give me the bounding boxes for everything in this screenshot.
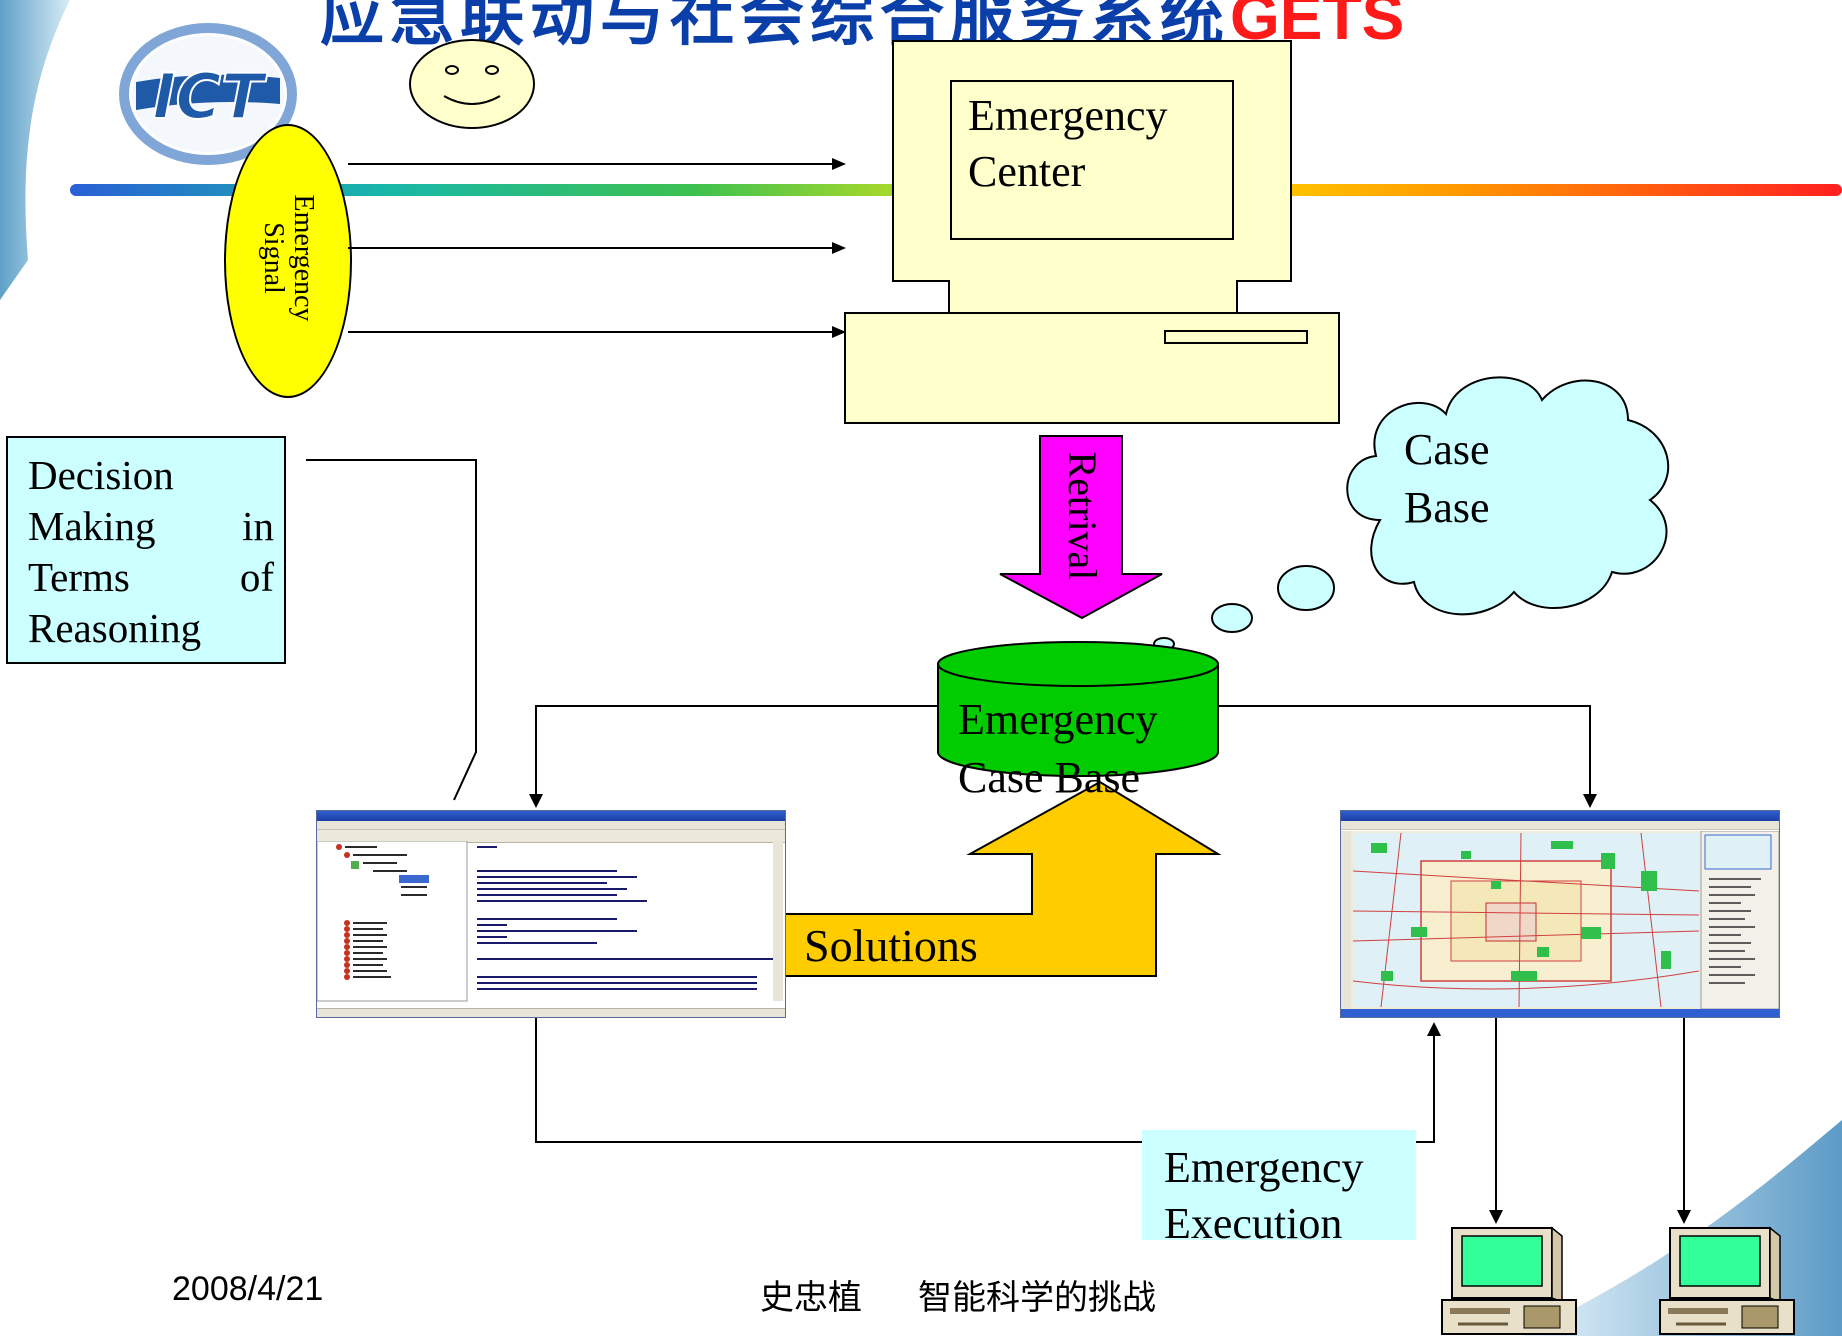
window-statusbar bbox=[317, 1008, 785, 1017]
cylinder-to-left-window bbox=[529, 705, 938, 808]
smiley-face-icon bbox=[409, 39, 535, 129]
case-base-cloud bbox=[1153, 376, 1670, 650]
map-window-titlebar bbox=[1341, 811, 1779, 821]
decision-callout-line bbox=[306, 459, 477, 801]
city-map bbox=[1341, 831, 1779, 1011]
decision-line-2: Making in bbox=[28, 501, 274, 552]
footer-topic: 智能科学的挑战 bbox=[918, 1279, 1156, 1317]
thought-bubble-medium bbox=[1211, 603, 1253, 633]
emergency-execution-line2: Execution bbox=[1164, 1199, 1343, 1248]
down-arrow-icon bbox=[999, 435, 1163, 620]
footer-author: 史忠植 bbox=[760, 1279, 862, 1317]
disk-drive-slot bbox=[1164, 330, 1308, 344]
decision-word-making: Making bbox=[28, 503, 156, 549]
solutions-arrow: Solutions bbox=[782, 780, 1222, 980]
case-base-line2: Base bbox=[1404, 483, 1490, 532]
emergency-center-line2: Center bbox=[968, 147, 1086, 196]
ict-logo-text: ICT bbox=[153, 60, 269, 133]
terminal-computer-2-icon bbox=[1659, 1226, 1795, 1335]
cylinder-to-map-window bbox=[1218, 705, 1597, 808]
emergency-execution-line1: Emergency bbox=[1164, 1143, 1364, 1192]
solutions-label: Solutions bbox=[804, 920, 978, 971]
case-base-cylinder-line1: Emergency bbox=[958, 695, 1158, 744]
terminal-computer-1-icon bbox=[1441, 1226, 1577, 1335]
monitor-screen: Emergency Center bbox=[950, 80, 1234, 240]
decision-making-box: Decision Making in Terms of Reasoning bbox=[6, 436, 286, 664]
computer-base bbox=[844, 312, 1340, 424]
ict-logo: ICT bbox=[118, 22, 298, 172]
decision-word-of: of bbox=[239, 554, 274, 600]
decision-line-1: Decision bbox=[28, 452, 174, 498]
monitor-neck bbox=[948, 280, 1238, 312]
up-arrow-icon bbox=[783, 780, 1222, 977]
emergency-center-computer: Emergency Center bbox=[844, 40, 1340, 426]
emergency-case-base-cylinder bbox=[937, 641, 1219, 777]
ict-logo-icon: ICT bbox=[119, 23, 297, 165]
signal-arrows bbox=[348, 158, 846, 338]
emergency-center-line1: Emergency bbox=[968, 91, 1168, 140]
map-gis-window bbox=[1340, 810, 1780, 1018]
thought-bubble-large bbox=[1277, 565, 1335, 611]
window-titlebar bbox=[317, 811, 785, 821]
decision-making-text: Decision Making in Terms of Reasoning bbox=[28, 450, 274, 654]
window-toolbar bbox=[317, 830, 785, 843]
decision-line-3: Terms of bbox=[28, 552, 274, 603]
retrival-arrow: Retrival bbox=[998, 434, 1166, 620]
cloud-shape bbox=[1346, 376, 1670, 616]
editor-content bbox=[317, 841, 783, 1002]
case-base-line1: Case bbox=[1404, 425, 1490, 474]
emergency-execution-box: Emergency Execution bbox=[1142, 1130, 1416, 1248]
case-base-cylinder-line2: Case Base bbox=[958, 753, 1141, 802]
decision-word-in: in bbox=[242, 503, 274, 549]
map-window-menubar bbox=[1341, 821, 1779, 830]
left-window-to-map-loop bbox=[535, 1018, 1441, 1143]
map-window-taskbar bbox=[1341, 1009, 1779, 1017]
emergency-signal-ellipse: Emergency Signal bbox=[224, 124, 352, 398]
window-menubar bbox=[317, 821, 785, 830]
decision-word-terms: Terms bbox=[28, 554, 130, 600]
footer-date: 2008/4/21 bbox=[172, 1270, 324, 1308]
knowledge-editor-window bbox=[316, 810, 786, 1018]
decision-line-4: Reasoning bbox=[28, 605, 202, 651]
